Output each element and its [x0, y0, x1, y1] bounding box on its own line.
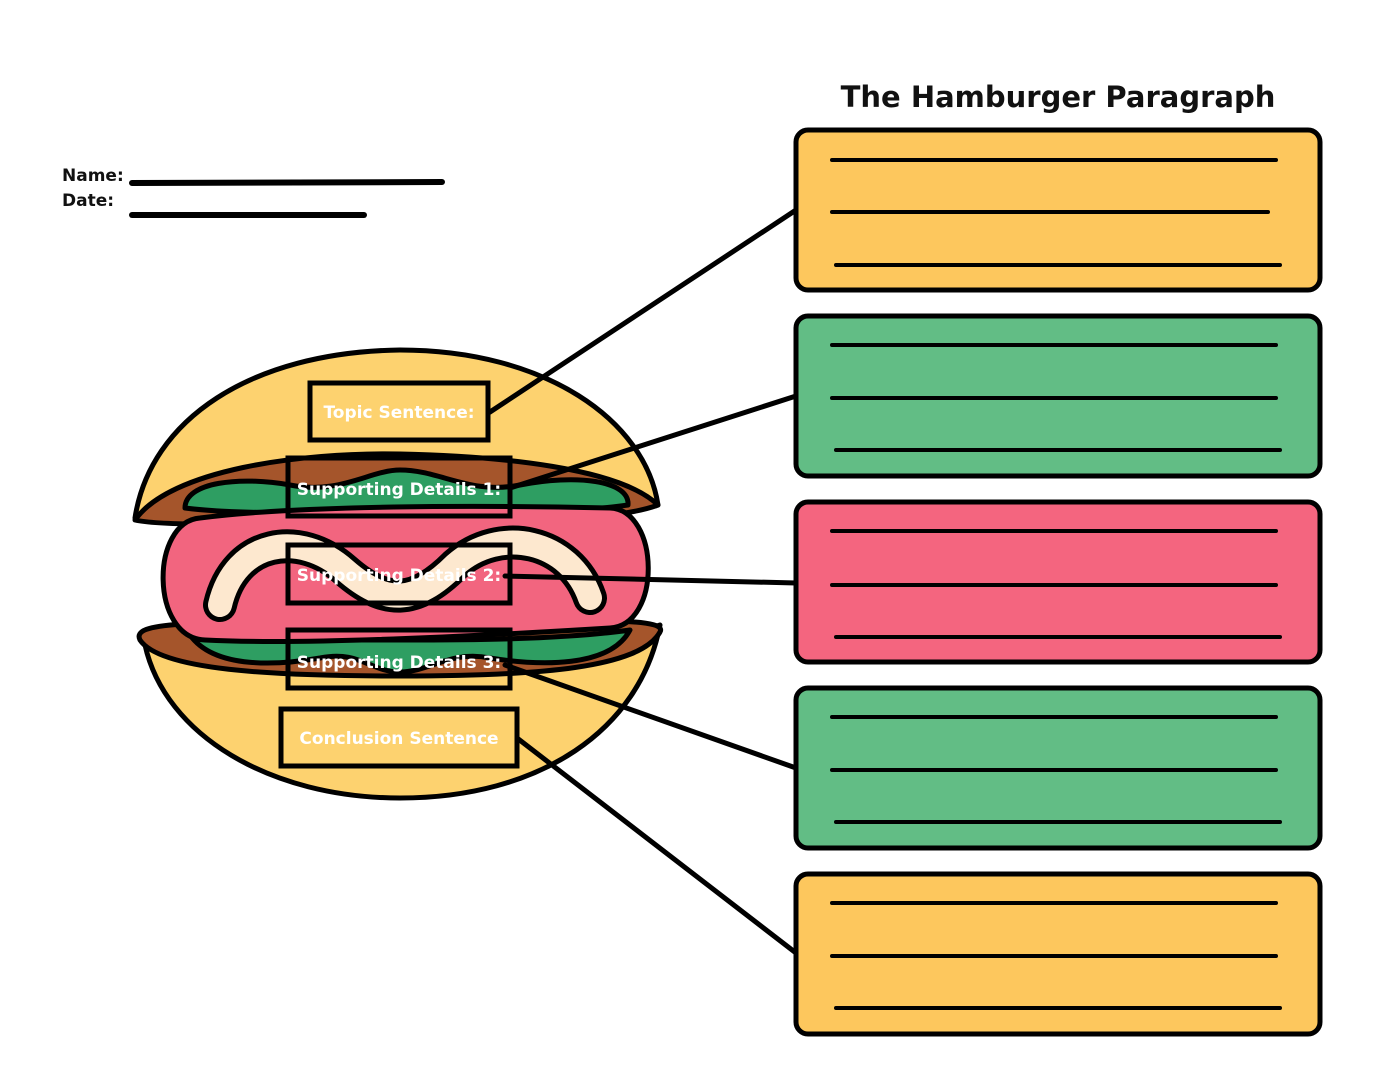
page-title: The Hamburger Paragraph	[841, 80, 1276, 114]
writing-box-details-1[interactable]	[793, 313, 1323, 479]
connector-details-1	[507, 393, 799, 491]
conclusion-sentence-label: Conclusion Sentence	[299, 729, 498, 749]
connector-conclusion	[514, 735, 799, 956]
supporting-details-3-box	[285, 627, 513, 691]
connector-details-2	[502, 573, 799, 586]
writing-box-topic[interactable]	[793, 127, 1323, 293]
date-label: Date:	[62, 191, 114, 211]
topic-sentence-label: Topic Sentence:	[323, 403, 474, 423]
connector-details-3	[502, 662, 799, 771]
mayo-squiggle-fill	[208, 530, 602, 617]
writing-box-details-3[interactable]	[793, 685, 1323, 851]
writing-box-details-2[interactable]	[793, 499, 1323, 665]
connector-lines	[487, 207, 799, 956]
writing-box-conclusion[interactable]	[793, 871, 1323, 1037]
hamburger-illustration: Topic Sentence: Supporting Details 1: Su…	[132, 347, 664, 801]
supporting-details-1-label: Supporting Details 1:	[297, 480, 501, 500]
name-write-line[interactable]	[129, 179, 445, 186]
connector-topic	[487, 207, 799, 415]
supporting-details-3-label: Supporting Details 3:	[297, 653, 501, 673]
supporting-details-2-label: Supporting Details 2:	[297, 566, 501, 586]
name-label: Name:	[62, 166, 124, 186]
